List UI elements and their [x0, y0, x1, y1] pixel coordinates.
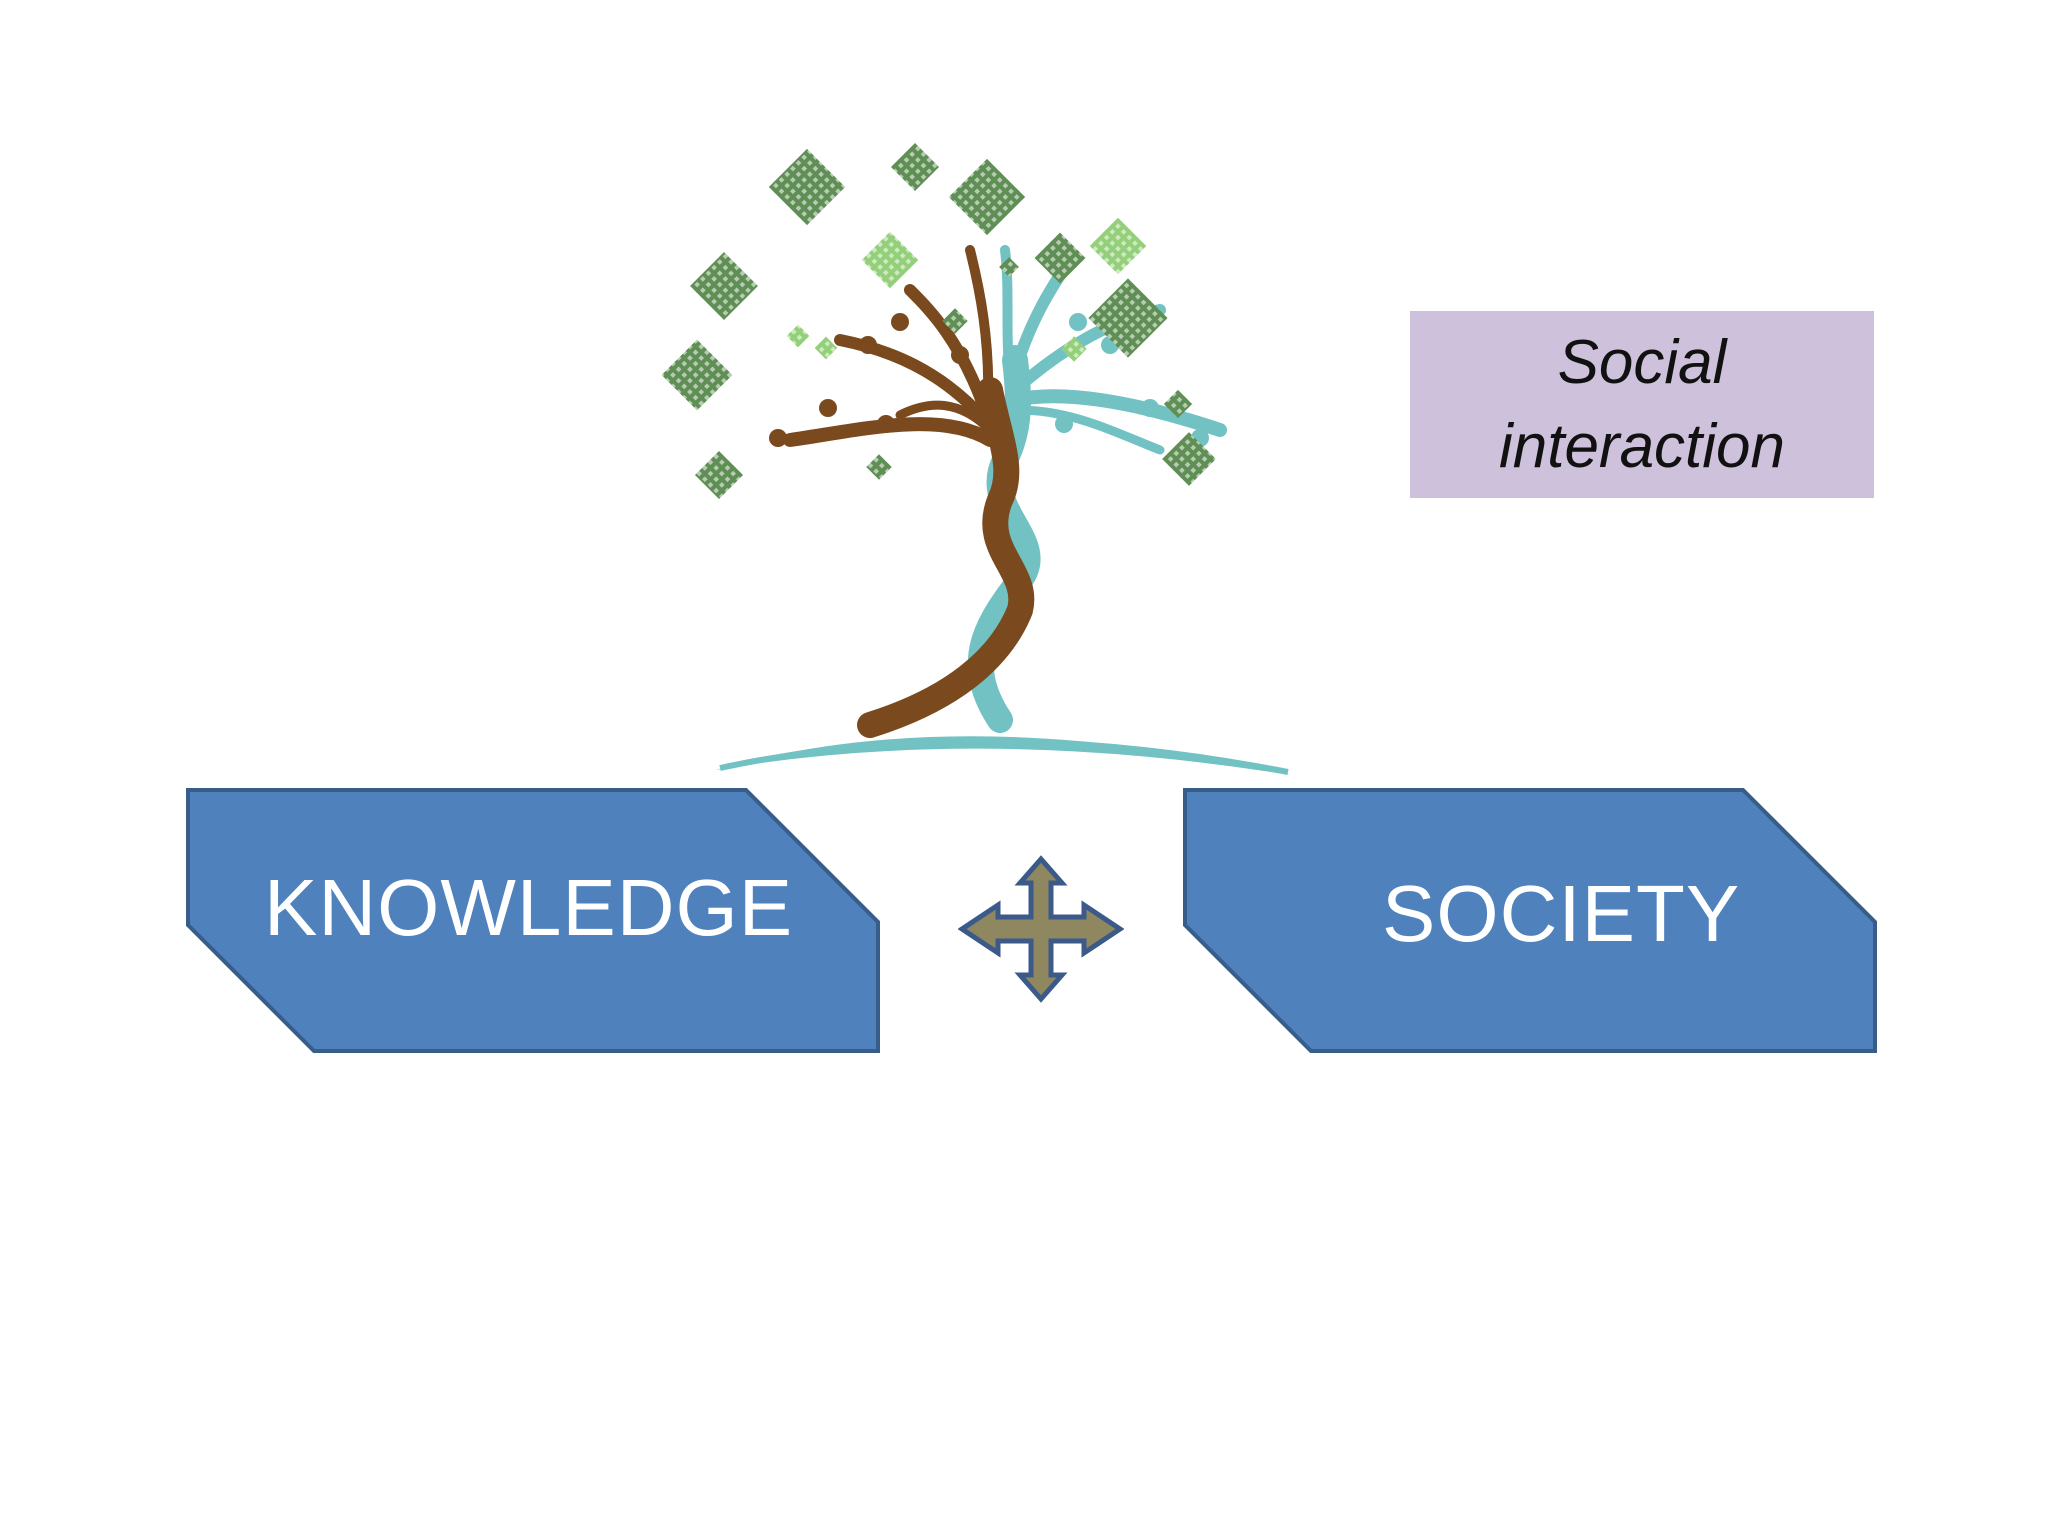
note-line-1: Social: [1557, 327, 1727, 397]
social-interaction-note: Social interaction: [1410, 311, 1874, 498]
society-shape: [1183, 788, 1877, 1053]
knowledge-shape: [186, 788, 880, 1053]
four-way-arrow-icon: [958, 855, 1124, 1003]
note-line-2: interaction: [1498, 411, 1786, 481]
knowledge-label: KNOWLEDGE: [264, 863, 794, 952]
tree-logo-icon: [661, 142, 1290, 775]
society-label: SOCIETY: [1382, 869, 1741, 958]
